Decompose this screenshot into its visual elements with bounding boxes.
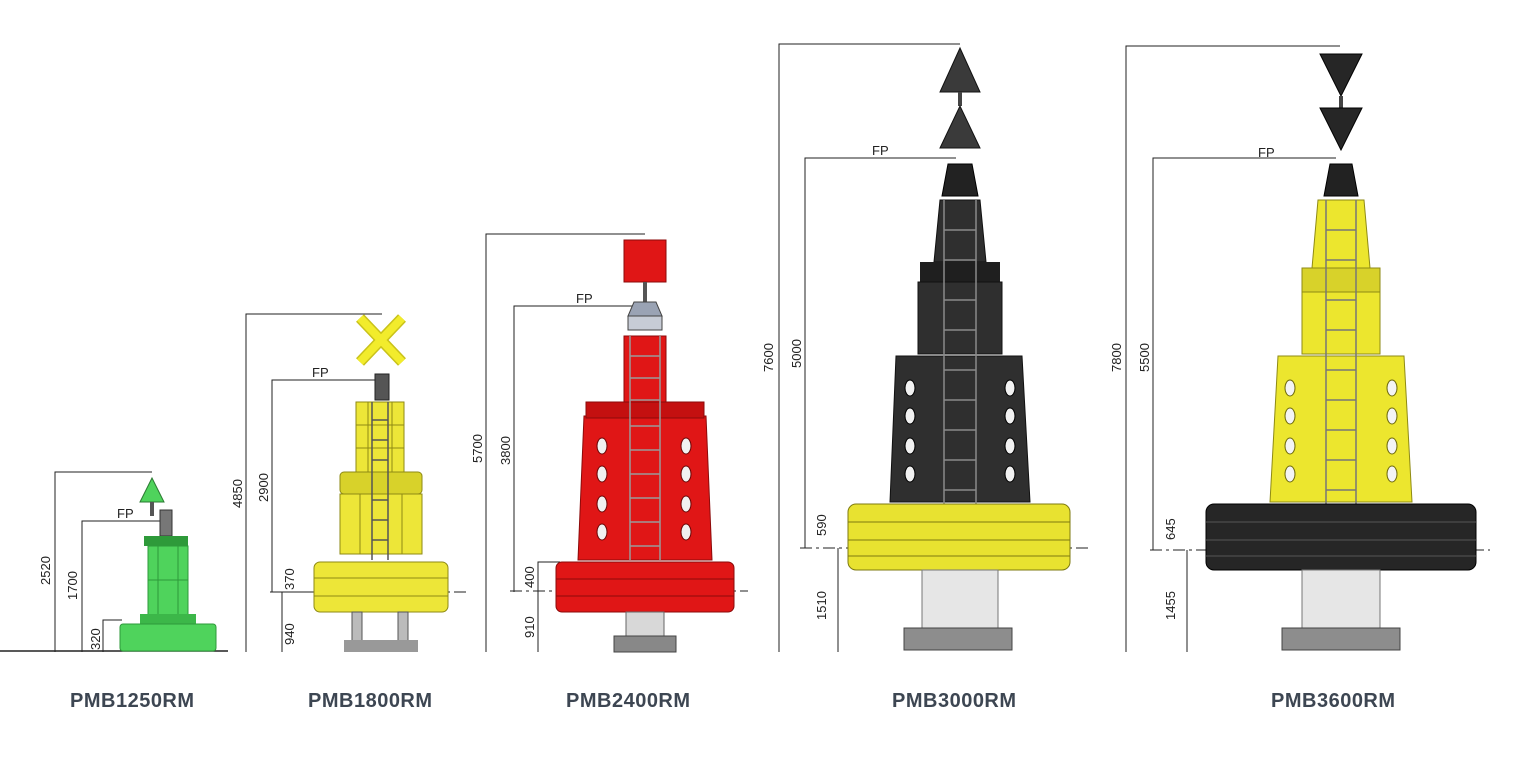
dim-overall: 2520: [38, 556, 53, 585]
dim-overall: 4850: [230, 479, 245, 508]
fp-label: FP: [872, 143, 889, 158]
dim-overall: 7800: [1109, 343, 1124, 372]
dim-freeboard: 400: [522, 566, 537, 588]
dim-freeboard: 645: [1163, 518, 1178, 540]
lantern: [941, 163, 979, 197]
dim-overall: 7600: [761, 343, 776, 372]
buoy-pmb2400rm: 5700 3800 400 910 FP: [470, 233, 748, 653]
buoy-float: [1205, 503, 1477, 571]
dim-freeboard: 590: [814, 514, 829, 536]
dim-freeboard: 320: [88, 628, 103, 650]
buoy-body: [623, 335, 667, 403]
topmark-two-cones-up-icon: [939, 46, 981, 149]
lantern: [627, 301, 663, 317]
buoy-pmb1250rm: 2520 1700 320 FP: [0, 471, 228, 652]
topmark-can-icon: [623, 239, 667, 283]
buoy-body: [355, 401, 405, 473]
dim-focal-plane: 2900: [256, 473, 271, 502]
lantern: [374, 373, 390, 401]
buoy-float: [313, 561, 449, 613]
dim-draught: 910: [522, 616, 537, 638]
topmark-x-icon: [356, 314, 406, 366]
buoy-pmb3600rm: 7800 5500 645 1455 FP: [1109, 45, 1490, 652]
fp-label: FP: [312, 365, 329, 380]
buoy-pmb3000rm: 7600 5000 590 1510 FP: [761, 43, 1090, 652]
buoy-body: [1311, 199, 1371, 269]
buoy-pmb1800rm: 4850 2900 370 940 FP: [230, 313, 468, 652]
buoy-body: [933, 199, 987, 263]
buoy-float: [555, 561, 735, 613]
topmark-two-cones-down-icon: [1319, 53, 1363, 152]
lantern: [1323, 163, 1359, 197]
fp-label: FP: [117, 506, 134, 521]
dim-draught: 1510: [814, 591, 829, 620]
model-label-pmb1250rm: PMB1250RM: [70, 690, 195, 712]
dim-draught: 1455: [1163, 591, 1178, 620]
model-label-pmb2400rm: PMB2400RM: [566, 690, 691, 712]
dim-draught: 940: [282, 623, 297, 645]
topmark-cone-icon: [139, 476, 165, 503]
dim-focal-plane: 5000: [789, 339, 804, 368]
buoy-body: [144, 536, 188, 546]
dim-focal-plane: 3800: [498, 436, 513, 465]
buoy-float: [847, 503, 1071, 571]
model-label-pmb1800rm: PMB1800RM: [308, 690, 433, 712]
dim-focal-plane: 5500: [1137, 343, 1152, 372]
dim-focal-plane: 1700: [65, 571, 80, 600]
fp-label: FP: [1258, 145, 1275, 160]
dim-overall: 5700: [470, 434, 485, 463]
dim-freeboard: 370: [282, 568, 297, 590]
lantern: [159, 509, 173, 537]
model-label-pmb3600rm: PMB3600RM: [1271, 690, 1396, 712]
fp-label: FP: [576, 291, 593, 306]
buoy-float: [119, 623, 217, 652]
model-label-pmb3000rm: PMB3000RM: [892, 690, 1017, 712]
